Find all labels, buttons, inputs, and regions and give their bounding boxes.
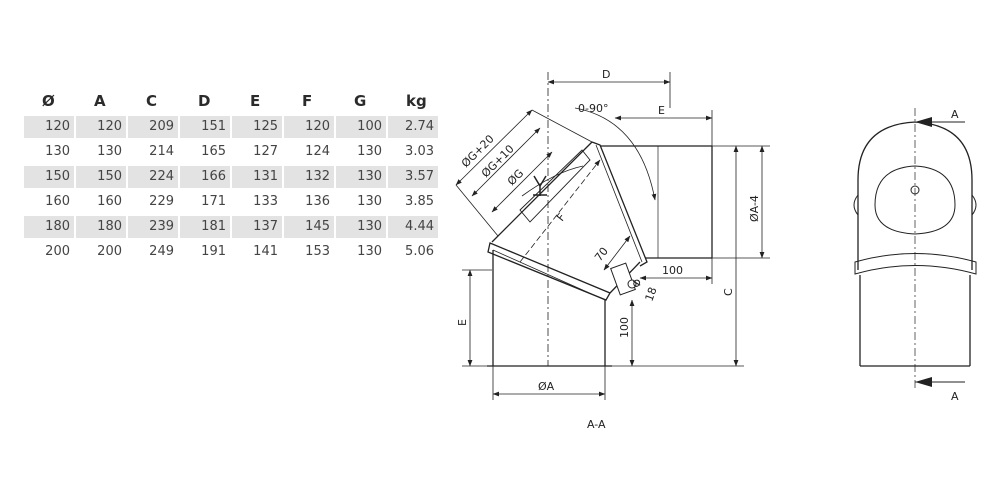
table-cell: 137	[232, 215, 282, 238]
table-cell: 125	[232, 115, 282, 138]
table-cell: 130	[357, 143, 382, 159]
table-cell: 141	[253, 243, 278, 259]
section-marker-bottom: A	[951, 390, 959, 403]
label-d: D	[602, 68, 610, 81]
table-cell: 2.74	[388, 115, 438, 138]
table-cell: 180	[76, 215, 126, 238]
table-cell: 3.85	[405, 193, 434, 209]
table-cell: 136	[305, 193, 330, 209]
table-cell: 171	[201, 193, 226, 209]
screw-icon	[910, 185, 920, 195]
section-view	[853, 108, 977, 390]
table-cell: 209	[128, 115, 178, 138]
table-header: Ø A C D E F G kg	[24, 88, 444, 114]
table-cell: 4.44	[388, 215, 438, 238]
table-cell: 130	[357, 243, 382, 259]
table-cell: 100	[336, 115, 386, 138]
header-g: G	[354, 92, 367, 110]
label-g: ØG	[505, 167, 526, 188]
header-f: F	[302, 92, 313, 110]
table-cell: 120	[76, 115, 126, 138]
table-cell: 153	[305, 243, 330, 259]
table-cell: 160	[45, 193, 70, 209]
table-cell: 120	[24, 115, 74, 138]
table-cell: 132	[284, 165, 334, 188]
header-d: D	[198, 92, 211, 110]
table-cell: 166	[180, 165, 230, 188]
label-100-vertical: 100	[618, 317, 631, 338]
label-70: 70	[592, 245, 611, 264]
label-a: ØA	[538, 380, 555, 393]
header-e: E	[250, 92, 261, 110]
table-row: 160 160 229 171 133 136 130 3.85	[24, 189, 444, 214]
label-e-top: E	[658, 104, 665, 117]
table-cell: 150	[76, 165, 126, 188]
table-cell: 130	[336, 165, 386, 188]
table-cell: 120	[284, 115, 334, 138]
table-cell: 130	[97, 143, 122, 159]
table-cell: 150	[24, 165, 74, 188]
table-cell: 130	[45, 143, 70, 159]
table-cell: 229	[149, 193, 174, 209]
label-a4: ØA-4	[748, 195, 761, 222]
label-e-left: E	[456, 319, 469, 326]
table-cell: 127	[253, 143, 278, 159]
table-cell: 145	[284, 215, 334, 238]
section-label: A-A	[587, 418, 606, 431]
table-cell: 239	[128, 215, 178, 238]
table-cell: 3.03	[405, 143, 434, 159]
label-100-horizontal: 100	[662, 264, 683, 277]
label-f: F	[554, 211, 568, 224]
table-cell: 181	[180, 215, 230, 238]
section-marker-top: A	[951, 108, 959, 121]
header-diameter: Ø	[42, 92, 55, 110]
table-row: 130 130 214 165 127 124 130 3.03	[24, 139, 444, 164]
table-cell: 124	[305, 143, 330, 159]
table-cell: 200	[97, 243, 122, 259]
table-cell: 130	[336, 215, 386, 238]
table-cell: 224	[128, 165, 178, 188]
dimension-labels: D 0-90° E ØG+20 ØG+10 ØG F 70 100 Φ 18 Ø…	[456, 68, 761, 431]
table-cell: 130	[357, 193, 382, 209]
table-cell: 191	[201, 243, 226, 259]
table-cell: 131	[232, 165, 282, 188]
dimension-lines	[455, 72, 770, 400]
label-c: C	[722, 288, 735, 296]
table-cell: 200	[45, 243, 70, 259]
header-kg: kg	[406, 92, 427, 110]
table-cell: 214	[149, 143, 174, 159]
label-18: 18	[643, 285, 660, 303]
table-cell: 133	[253, 193, 278, 209]
label-angle: 0-90°	[578, 102, 608, 115]
table-cell: 160	[97, 193, 122, 209]
table-cell: 165	[201, 143, 226, 159]
table-cell: 249	[149, 243, 174, 259]
table-row: 200 200 249 191 141 153 130 5.06	[24, 239, 444, 264]
table-cell: 180	[24, 215, 74, 238]
header-c: C	[146, 92, 158, 110]
table-cell: 3.57	[388, 165, 438, 188]
table-cell: 151	[180, 115, 230, 138]
table-cell: 5.06	[405, 243, 434, 259]
header-a: A	[94, 92, 106, 110]
section-markers: A A	[910, 108, 959, 403]
